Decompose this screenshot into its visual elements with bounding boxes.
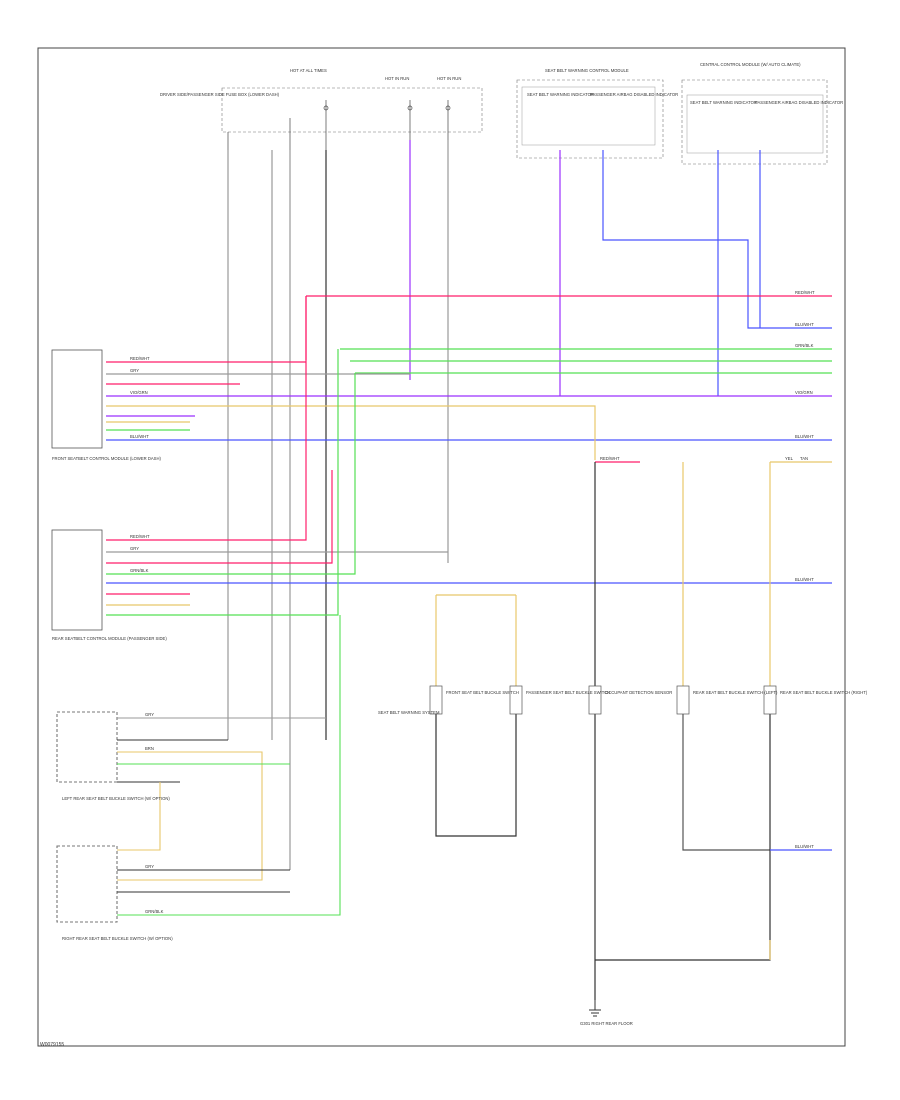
wire-label-3: GRN/BLK [795, 343, 814, 348]
wire-label-2: BLU/WHT [795, 322, 814, 327]
switch-label-4: PASSENGER AIRBAG DISABLED INDICATOR [755, 100, 843, 105]
bus-wires [106, 295, 832, 616]
wire-label-14: GRY [130, 546, 139, 551]
hot-in-run-label-1: HOT IN RUN [385, 76, 409, 81]
diagram-border [37, 47, 846, 1047]
central-control-box [516, 79, 664, 159]
wire-label-7: BLU/WHT [795, 577, 814, 582]
belt-label-3: OCCUPANT DETECTION SENSOR [605, 690, 672, 695]
rear-seat-control-module [51, 529, 103, 631]
front-seat-control-label: FRONT SEATBELT CONTROL MODULE (LOWER DAS… [52, 456, 161, 461]
wire-label-11: VIO/GRN [130, 390, 148, 395]
wire-label-17: BRN [145, 746, 154, 751]
wire-label-13: RED/WHT [130, 534, 150, 539]
wire-red-rear [106, 296, 307, 541]
wire-label-18: GRY [145, 864, 154, 869]
wire-green-h3 [106, 373, 356, 575]
wire-tan-bus [106, 405, 596, 460]
left-rear-belt-area [56, 615, 341, 923]
indicator-inner-1 [521, 86, 656, 146]
wire-black-loop [435, 690, 517, 837]
wire-red-h3 [106, 470, 333, 564]
switch-label-3: SEAT BELT WARNING INDICATOR [690, 100, 757, 105]
ground-symbol [589, 1000, 601, 1017]
hot-at-all-times-label: HOT AT ALL TIMES [290, 68, 327, 73]
central-control-opt-label: CENTRAL CONTROL MODULE (W/ AUTO CLIMATE) [700, 62, 801, 67]
central-control-opt-box [681, 79, 828, 165]
fuse-symbols [227, 100, 451, 150]
switch-label-2: PASSENGER AIRBAG DISABLED INDICATOR [590, 92, 678, 97]
rear-seat-control-label: REAR SEATBELT CONTROL MODULE (PASSENGER … [52, 636, 167, 641]
wire-label-15: GRN/BLK [130, 568, 149, 573]
left-rear-belt-label: LEFT REAR SEAT BELT BUCKLE SWITCH (W/ OP… [62, 796, 170, 801]
belt-switch-wires [435, 461, 832, 1000]
central-control-label: SEAT BELT WARNING CONTROL MODULE [545, 68, 629, 73]
wire-label-4: VIO/GRN [795, 390, 813, 395]
wire-label-1: RED/WHT [795, 290, 815, 295]
indicator-inner-2 [686, 94, 824, 154]
vertical-wires [227, 140, 832, 870]
wire-label-6: TAN [800, 456, 808, 461]
wire-gray-belt-1 [682, 690, 770, 851]
belt-label-1: FRONT SEAT BELT BUCKLE SWITCH [446, 690, 519, 695]
wire-label-5: BLU/WHT [795, 434, 814, 439]
belt-switch-boxes [429, 685, 777, 715]
wire-label-21: YEL [785, 456, 794, 461]
wire-label-19: GRN/BLK [145, 909, 164, 914]
right-rear-belt-label: RIGHT REAR SEAT BELT BUCKLE SWITCH (W/ O… [62, 936, 173, 941]
page-code: W0079155 [40, 1042, 65, 1048]
switch-label-1: SEAT BELT WARNING INDICATOR [527, 92, 594, 97]
fuse-box-frame [221, 87, 483, 133]
belt-label-5: REAR SEAT BELT BUCKLE SWITCH (RIGHT) [780, 690, 868, 695]
wire-label-12: BLU/WHT [130, 434, 149, 439]
wire-green-h4 [106, 349, 339, 616]
wire-label-8: BLU/WHT [795, 844, 814, 849]
belt-label-2: PASSENGER SEAT BELT BUCKLE SWITCH [526, 690, 610, 695]
wire-blue-1 [602, 150, 832, 329]
wire-label-9: RED/WHT [130, 356, 150, 361]
wire-label-16: GRY [145, 712, 154, 717]
ground-label: G301 RIGHT REAR FLOOR [580, 1021, 633, 1026]
seat-belt-warning-label: SEAT BELT WARNING SYSTEM [378, 710, 440, 715]
wire-label-20: RED/WHT [600, 456, 620, 461]
front-seat-control-module [51, 349, 103, 449]
wire-label-10: GRY [130, 368, 139, 373]
fuse-box-label: DRIVER SIDE/PASSENGER SIDE FUSE BOX (LOW… [160, 92, 280, 97]
hot-in-run-label-2: HOT IN RUN [437, 76, 461, 81]
belt-label-4: REAR SEAT BELT BUCKLE SWITCH (LEFT) [693, 690, 778, 695]
